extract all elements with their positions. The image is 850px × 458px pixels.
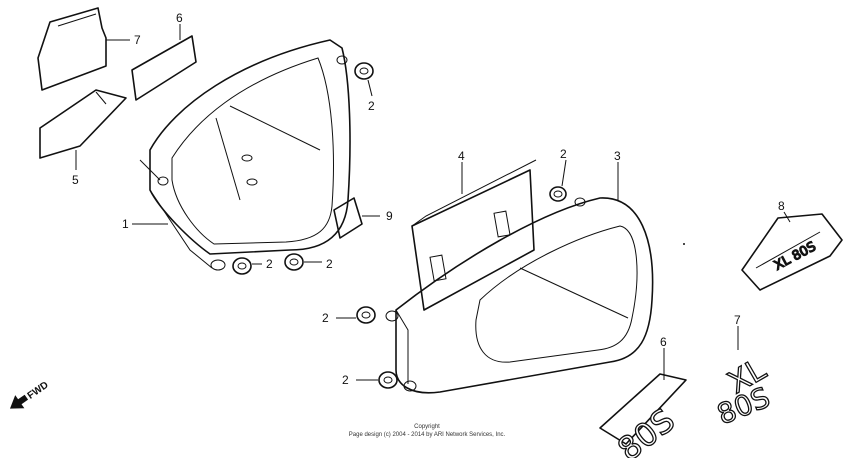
fwd-arrow: FWD (9, 380, 51, 409)
part-7-pad (37, 7, 107, 91)
callout-2c: 2 (326, 257, 333, 271)
copyright: Copyright Page design (c) 2004 - 2014 by… (349, 424, 506, 438)
copyright-line2: Page design (c) 2004 - 2014 by ARI Netwo… (349, 432, 506, 438)
emblem-6: 80S (599, 373, 687, 458)
grommet-2c (284, 253, 304, 271)
callout-2b: 2 (266, 257, 273, 271)
callout-4: 4 (458, 149, 465, 163)
part-3-right-side-cover (385, 197, 654, 394)
grommet-2a (354, 62, 374, 80)
callouts: 7 6 5 1 2 2 2 9 4 2 3 8 2 2 6 7 (72, 11, 785, 387)
callout-8: 8 (778, 199, 785, 213)
callout-7a: 7 (134, 33, 141, 47)
grommet-2f (378, 371, 398, 389)
callout-2a: 2 (368, 99, 375, 113)
grommet-2b (232, 257, 252, 275)
callout-3: 3 (614, 149, 621, 163)
fwd-label: FWD (26, 380, 51, 402)
callout-7b: 7 (734, 313, 741, 327)
part-4-panel (411, 159, 537, 311)
part-5-strip (39, 89, 127, 159)
callout-2d: 2 (560, 147, 567, 161)
grommet-2e (356, 306, 376, 324)
part-9-pad (333, 197, 363, 239)
copyright-line1: Copyright (414, 424, 440, 430)
part-6-plate (131, 35, 197, 101)
callout-5: 5 (72, 173, 79, 187)
callout-6a: 6 (176, 11, 183, 25)
emblem-7: XL 80S (712, 351, 775, 432)
leader-lines (75, 24, 791, 381)
callout-2e: 2 (322, 311, 329, 325)
grommet-2d (549, 186, 567, 202)
callout-9: 9 (386, 209, 393, 223)
stray-dot (683, 243, 685, 245)
callout-6b: 6 (660, 335, 667, 349)
emblem-7-bottom-text: 80S (713, 381, 775, 432)
callout-2f: 2 (342, 373, 349, 387)
part-1-left-side-cover (139, 39, 351, 271)
emblem-8-text: XL 80S (772, 239, 819, 273)
arrow-left-icon (9, 394, 29, 409)
callout-1: 1 (122, 217, 129, 231)
emblem-8: XL 80S (741, 213, 843, 291)
